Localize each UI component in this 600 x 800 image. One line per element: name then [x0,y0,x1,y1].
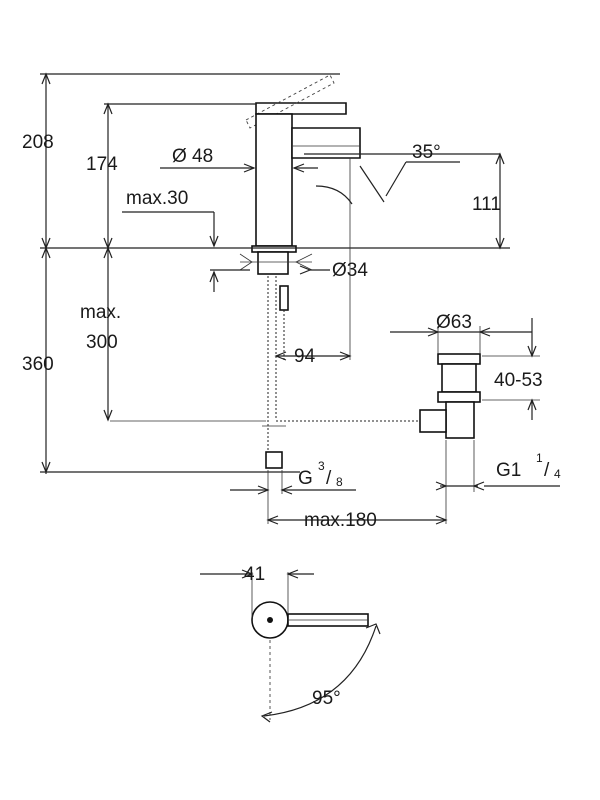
label-max-value: 300 [86,332,118,353]
dimension-labels: 208 174 Ø 48 35° 111 max.30 Ø34 max. 300… [22,132,561,709]
waste-nut [437,391,481,403]
svg-text:/: / [544,460,550,481]
label-lever-width: 41 [244,564,265,585]
label-spout-height: 174 [86,154,118,175]
waste-body [441,363,477,393]
waste-dimensions [390,318,560,524]
label-waste-thread-den: 4 [554,467,561,481]
label-lever-angle: 35° [412,142,441,163]
svg-text:/: / [326,468,332,489]
waste-pipe [445,401,475,439]
label-spout-clearance: 111 [472,194,501,215]
label-max-line: max. [80,302,121,323]
plan-view [200,569,381,723]
label-max-spread: max.180 [304,510,377,531]
label-reach: 94 [294,346,316,367]
label-connection-num: 3 [318,459,325,473]
pull-rod-connector [279,285,289,311]
label-height-below: 360 [22,354,54,375]
label-waste-thread: G1 [496,460,521,481]
mounting-nut [257,251,289,275]
bottom-dimensions [230,470,448,525]
hose-connector [265,451,283,469]
mounting-flange [251,245,297,253]
faucet-side-view [239,74,361,469]
label-waste-thread-num: 1 [536,451,543,465]
label-lever-rotation: 95° [312,688,341,709]
label-body-diameter: Ø 48 [172,146,213,167]
label-waste-diameter: Ø63 [436,312,472,333]
label-total-height: 208 [22,132,54,153]
lever-raised-outline [245,74,335,129]
left-dimensions [40,72,510,474]
label-waste-range: 40-53 [494,370,543,391]
label-connection-g: G [298,468,313,489]
faucet-body [255,113,293,247]
top-dimensions [160,152,505,361]
waste-plug-top [437,353,481,365]
spout [291,127,361,159]
label-mount-hole: Ø34 [332,260,368,281]
label-connection-den: 8 [336,475,343,489]
waste-tee [419,409,447,433]
waste-assembly [110,353,481,439]
lever [255,102,347,115]
label-max-deck: max.30 [126,188,188,209]
